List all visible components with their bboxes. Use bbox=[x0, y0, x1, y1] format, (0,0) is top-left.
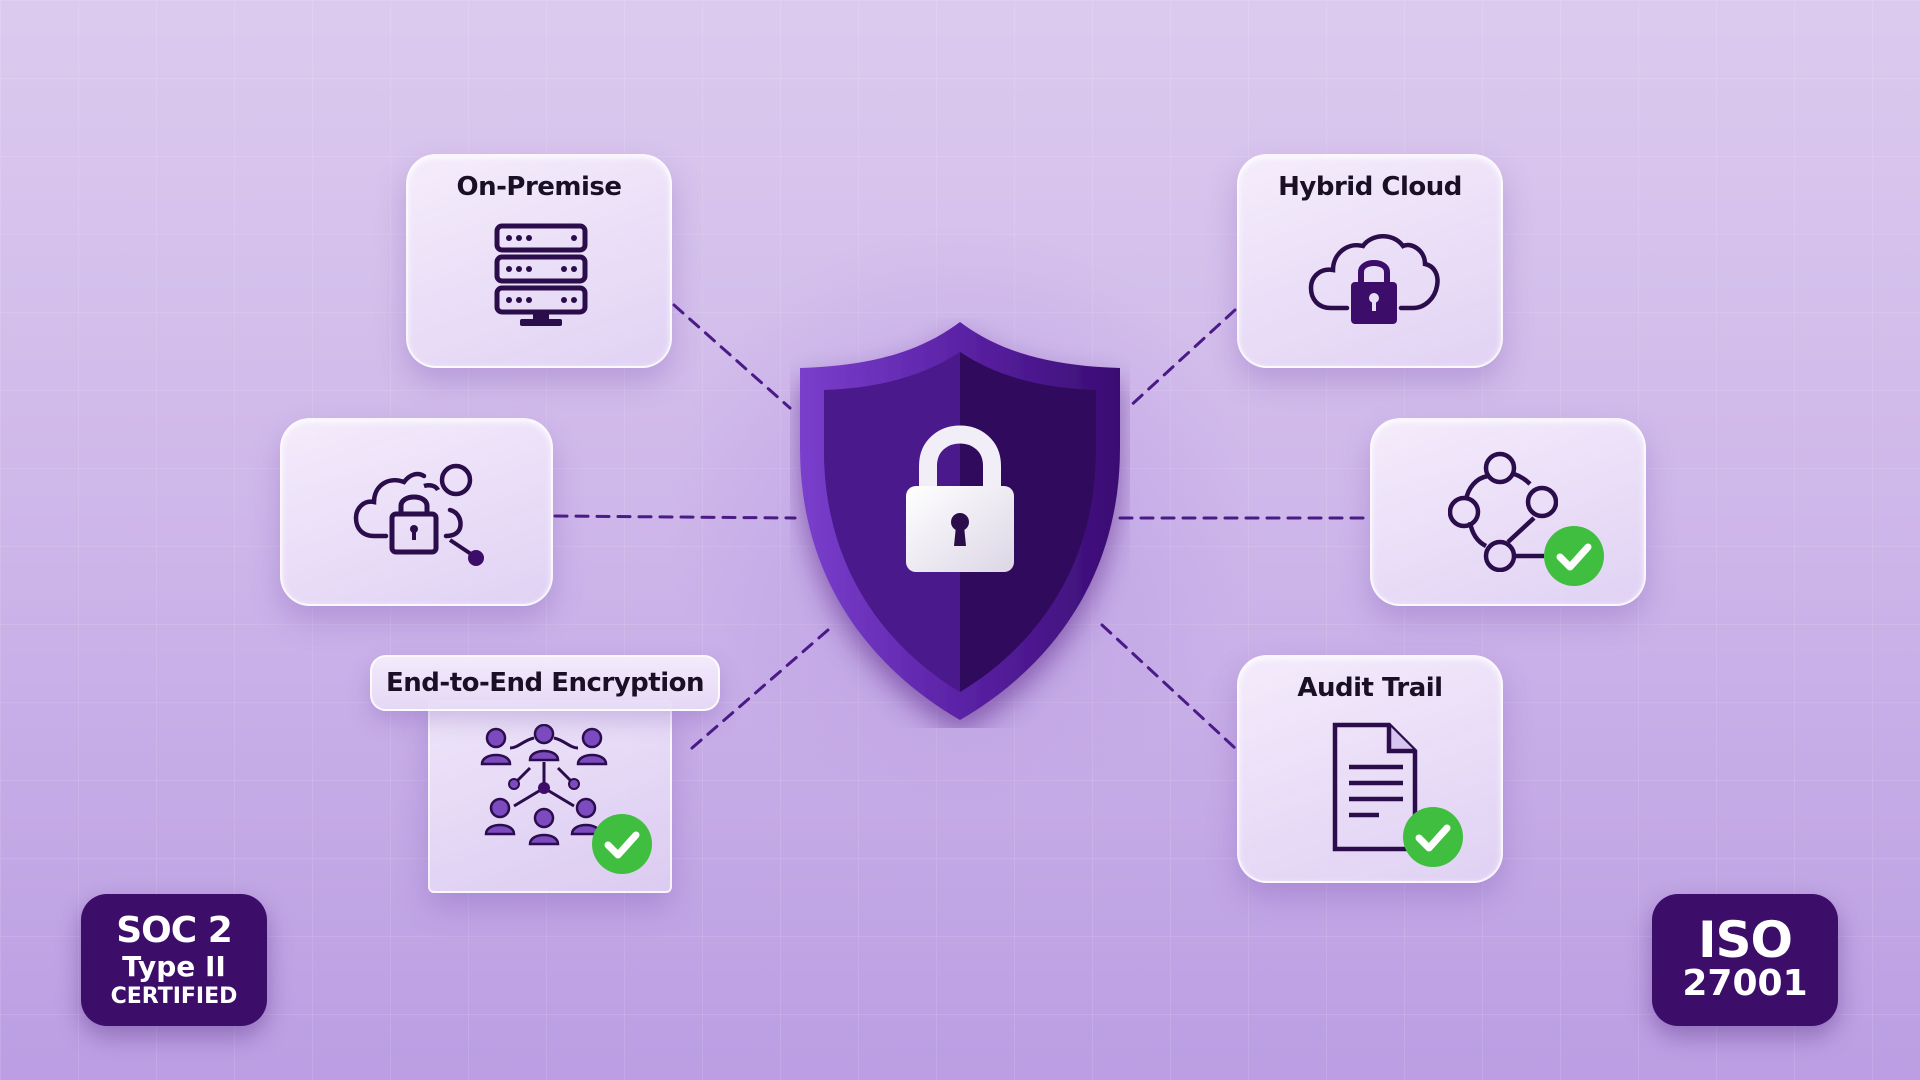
connector-hybrid-cloud bbox=[1126, 308, 1237, 410]
shield-lock-icon bbox=[800, 322, 1120, 720]
soc2-title: SOC 2 bbox=[116, 909, 233, 951]
node-title: On-Premise bbox=[456, 172, 622, 202]
connector-audit-trail bbox=[1100, 623, 1237, 750]
document-icon bbox=[1332, 722, 1418, 852]
node-card-hybrid-cloud[interactable]: Hybrid Cloud bbox=[1237, 154, 1503, 368]
node-card-cloud-access[interactable] bbox=[280, 418, 553, 606]
node-title-e2e-encryption: End-to-End Encryption bbox=[370, 655, 720, 711]
network-nodes-icon bbox=[1448, 451, 1558, 572]
iso-number: 27001 bbox=[1682, 962, 1808, 1004]
node-card-e2e-encryption[interactable] bbox=[428, 700, 672, 893]
connector-e2e-encryption bbox=[690, 628, 830, 750]
connector-on-premise bbox=[672, 303, 792, 410]
soc2-type: Type II bbox=[122, 949, 226, 983]
node-title: Hybrid Cloud bbox=[1278, 172, 1462, 202]
cloud-lock-icon bbox=[1308, 234, 1440, 324]
iso-27001-badge: ISO 27001 bbox=[1652, 894, 1838, 1026]
check-badge-icon bbox=[1403, 807, 1463, 867]
soc2-certification-badge: SOC 2 Type II CERTIFIED bbox=[81, 894, 267, 1026]
iso-title: ISO bbox=[1697, 911, 1793, 970]
node-card-audit-trail[interactable]: Audit Trail bbox=[1237, 655, 1503, 883]
node-title: Audit Trail bbox=[1297, 673, 1443, 703]
node-card-on-premise[interactable]: On-Premise bbox=[406, 154, 672, 368]
check-badge-icon bbox=[592, 814, 652, 874]
check-badge-icon bbox=[1544, 526, 1604, 586]
soc2-certified: CERTIFIED bbox=[110, 984, 238, 1010]
user-network-icon bbox=[480, 724, 608, 846]
server-rack-icon bbox=[494, 223, 588, 326]
connector-cloud-access bbox=[553, 514, 797, 520]
node-card-network-verified[interactable] bbox=[1370, 418, 1646, 606]
cloud-lock-user-network-icon bbox=[353, 463, 484, 566]
